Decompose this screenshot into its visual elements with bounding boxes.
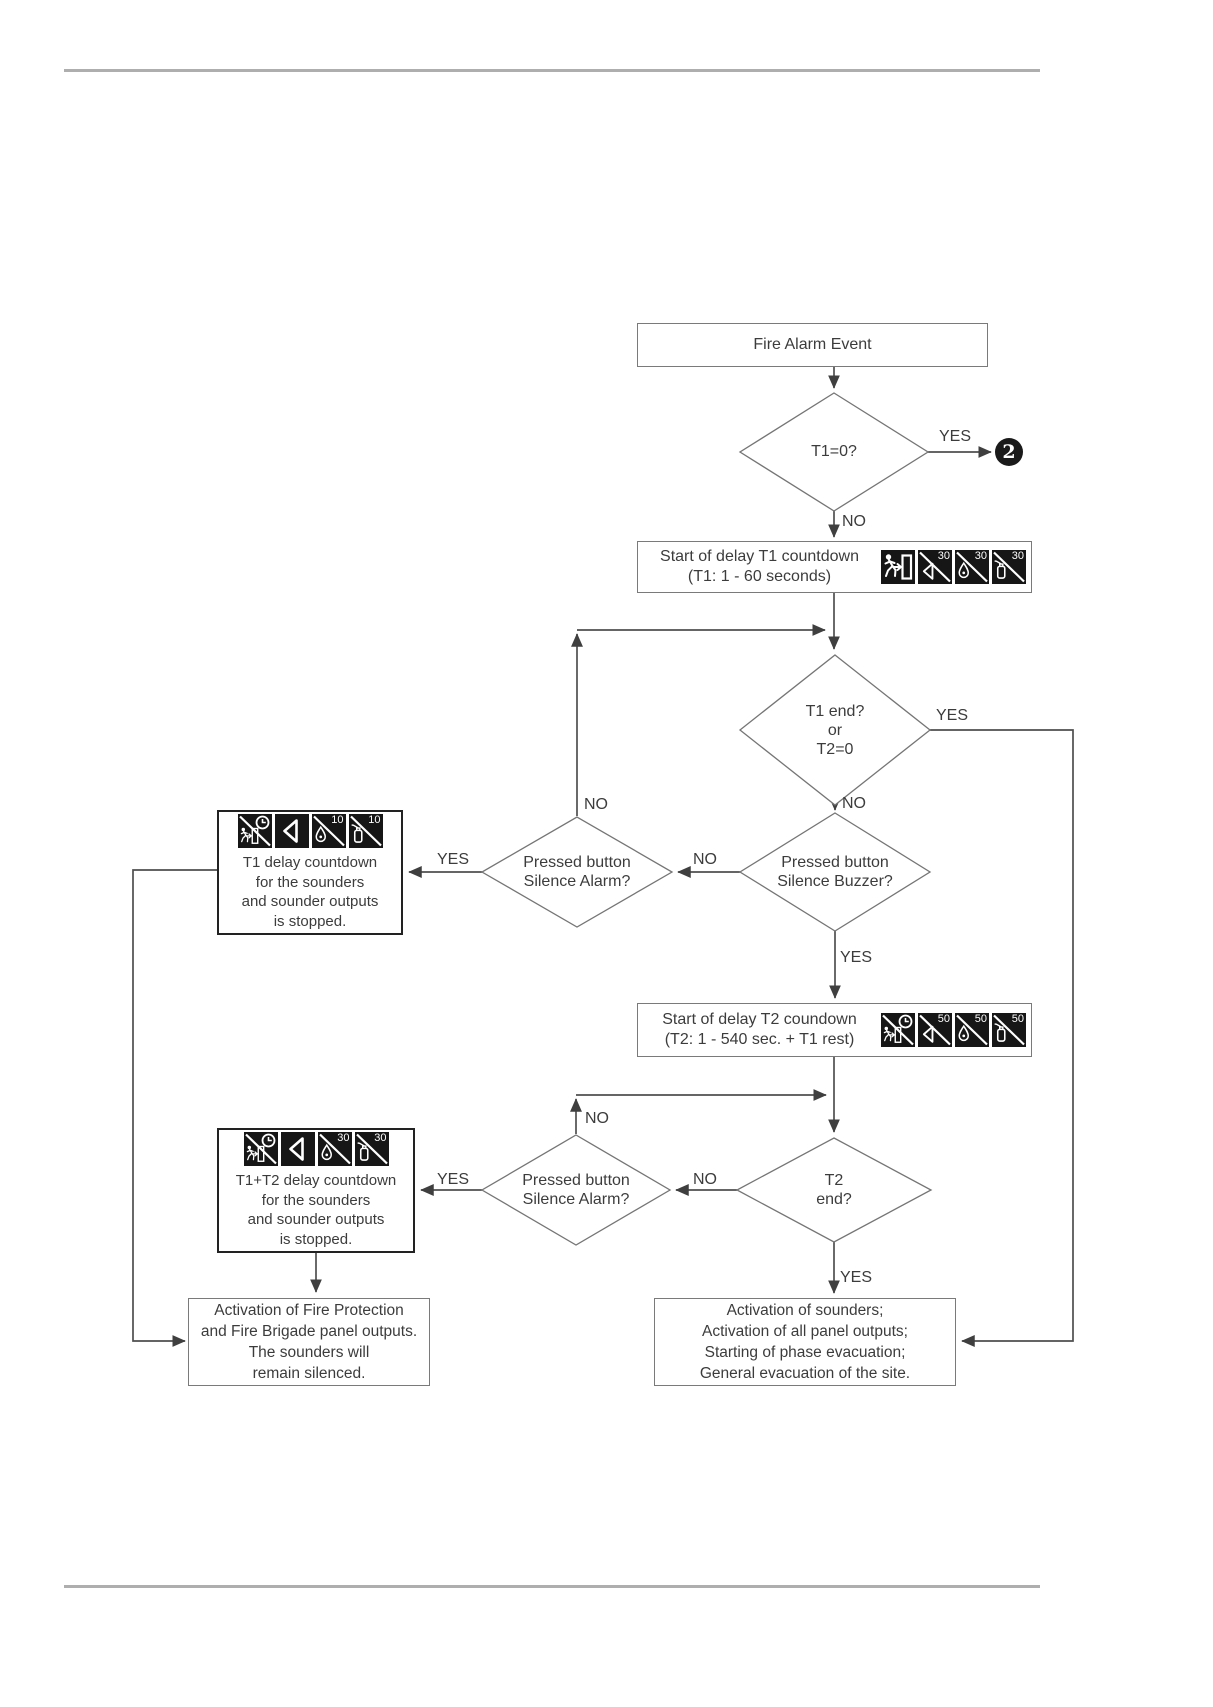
t1-stopped-line2: for the sounders bbox=[255, 873, 365, 891]
sounder-disabled-icon: 50 bbox=[918, 1013, 952, 1047]
extinguishing-delay-value: 50 bbox=[1011, 1013, 1024, 1025]
t2-countdown-line2: (T2: 1 - 540 sec. + T1 rest) bbox=[664, 1031, 855, 1048]
sounder-delay-value: 30 bbox=[937, 550, 950, 562]
decision-t1-end-shape bbox=[738, 654, 932, 806]
t1-countdown-line2: (T1: 1 - 60 seconds) bbox=[687, 568, 832, 585]
evacuation-icon bbox=[881, 550, 915, 584]
decision-silence-alarm2-shape bbox=[480, 1134, 672, 1246]
fire-protection-disabled-icon: 10 bbox=[311, 814, 346, 848]
sounders-activation-line3: Starting of phase evacuation; bbox=[704, 1344, 906, 1361]
fire-protection-outputs-box: Activation of Fire Protection and Fire B… bbox=[188, 1298, 430, 1386]
alarm1-no-label: NO bbox=[584, 796, 608, 813]
t1-stopped-box: 10 10 T1 delay countdown for the sounder… bbox=[217, 810, 403, 935]
sounders-activation-line4: General evacuation of the site. bbox=[699, 1365, 911, 1382]
t1end-yes-label: YES bbox=[936, 707, 969, 724]
decision-t1-zero-shape bbox=[738, 392, 930, 512]
fire-protection-line2: and Fire Brigade panel outputs. bbox=[200, 1323, 418, 1340]
decision-t2-end-label: T2 end? bbox=[816, 1172, 852, 1208]
bottom-rule bbox=[64, 1585, 1040, 1588]
edge-t1end-yes bbox=[930, 729, 1074, 1347]
t2-countdown-line1: Start of delay T2 coundown bbox=[662, 1011, 857, 1028]
decision-silence-buzzer-shape bbox=[738, 812, 932, 932]
evacuation-delay-disabled-icon bbox=[237, 814, 272, 848]
fire-alarm-event-label: Fire Alarm Event bbox=[753, 336, 872, 353]
evacuation-delay-disabled-icon bbox=[881, 1013, 915, 1047]
fire-protection-line3: The sounders will bbox=[248, 1344, 370, 1361]
fire-protection-disabled-icon: 30 bbox=[955, 550, 989, 584]
t1-countdown-box: Start of delay T1 countdown (T1: 1 - 60 … bbox=[637, 541, 1032, 593]
decision-silence-alarm1-label: Pressed button Silence Alarm? bbox=[523, 854, 631, 890]
t1t2-stopped-line2: for the sounders bbox=[261, 1191, 371, 1209]
alarm2-yes-label: YES bbox=[437, 1171, 470, 1188]
fire-delay-value: 30 bbox=[974, 550, 987, 562]
alarm1-yes-label: YES bbox=[437, 851, 470, 868]
sounder-delay-value: 50 bbox=[937, 1013, 950, 1025]
sounders-activation-box: Activation of sounders; Activation of al… bbox=[654, 1298, 956, 1386]
sounders-activation-line1: Activation of sounders; bbox=[726, 1302, 884, 1319]
decision-t2-end-shape bbox=[735, 1137, 933, 1243]
t2-countdown-box: Start of delay T2 coundown (T2: 1 - 540 … bbox=[637, 1003, 1032, 1057]
edge-t1stopped-to-fireprotection bbox=[132, 869, 217, 1347]
t1t2-stopped-line3: and sounder outputs bbox=[247, 1211, 385, 1228]
fire-alarm-event-box: Fire Alarm Event bbox=[637, 323, 988, 367]
t1zero-yes-label: YES bbox=[939, 428, 972, 445]
fire-delay-value: 50 bbox=[974, 1013, 987, 1025]
sounder-icon bbox=[274, 814, 309, 848]
extinguishing-delay-value: 10 bbox=[368, 814, 381, 826]
decision-silence-alarm1-shape bbox=[480, 816, 674, 928]
extinguishing-delay-value: 30 bbox=[1011, 550, 1024, 562]
connector-reference-2: 2 bbox=[995, 438, 1023, 466]
sounders-activation-line2: Activation of all panel outputs; bbox=[702, 1323, 908, 1340]
alarm2-no-label: NO bbox=[585, 1110, 609, 1127]
extinguishing-disabled-icon: 30 bbox=[354, 1132, 389, 1166]
connector-reference-number: 2 bbox=[1002, 441, 1016, 463]
top-rule bbox=[64, 69, 1040, 72]
t1-stopped-line3: and sounder outputs bbox=[241, 893, 379, 910]
buzzer-no-label: NO bbox=[693, 851, 717, 868]
extinguishing-disabled-icon: 10 bbox=[348, 814, 383, 848]
decision-t1-end-label: T1 end? or T2=0 bbox=[805, 703, 865, 758]
evacuation-delay-disabled-icon bbox=[243, 1132, 278, 1166]
t1-stopped-line1: T1 delay countdown bbox=[242, 854, 378, 871]
fire-delay-value: 10 bbox=[331, 814, 344, 826]
sounder-disabled-icon: 30 bbox=[918, 550, 952, 584]
sounder-icon bbox=[280, 1132, 315, 1166]
decision-t1-zero-label: T1=0? bbox=[811, 443, 857, 460]
fire-protection-line1: Activation of Fire Protection bbox=[214, 1302, 404, 1319]
t2end-no-label: NO bbox=[693, 1171, 717, 1188]
fire-delay-value: 30 bbox=[337, 1132, 350, 1144]
extinguishing-delay-value: 30 bbox=[374, 1132, 387, 1144]
t2end-yes-label: YES bbox=[840, 1269, 873, 1286]
t1t2-stopped-line1: T1+T2 delay countdown bbox=[235, 1172, 397, 1189]
t1-stopped-line4: is stopped. bbox=[273, 912, 347, 930]
t1-countdown-line1: Start of delay T1 countdown bbox=[660, 548, 859, 565]
fire-protection-line4: remain silenced. bbox=[252, 1365, 366, 1382]
t1t2-stopped-line4: is stopped. bbox=[279, 1230, 353, 1248]
fire-protection-disabled-icon: 30 bbox=[317, 1132, 352, 1166]
decision-silence-alarm2-label: Pressed button Silence Alarm? bbox=[522, 1172, 630, 1208]
t1end-no-label: NO bbox=[842, 795, 866, 812]
decision-silence-buzzer-label: Pressed button Silence Buzzer? bbox=[777, 854, 893, 890]
buzzer-yes-label: YES bbox=[840, 949, 873, 966]
fire-protection-disabled-icon: 50 bbox=[955, 1013, 989, 1047]
t1t2-stopped-box: 30 30 T1+T2 delay countdown for the soun… bbox=[217, 1128, 415, 1253]
t1zero-no-label: NO bbox=[842, 513, 866, 530]
extinguishing-disabled-icon: 50 bbox=[992, 1013, 1026, 1047]
extinguishing-disabled-icon: 30 bbox=[992, 550, 1026, 584]
